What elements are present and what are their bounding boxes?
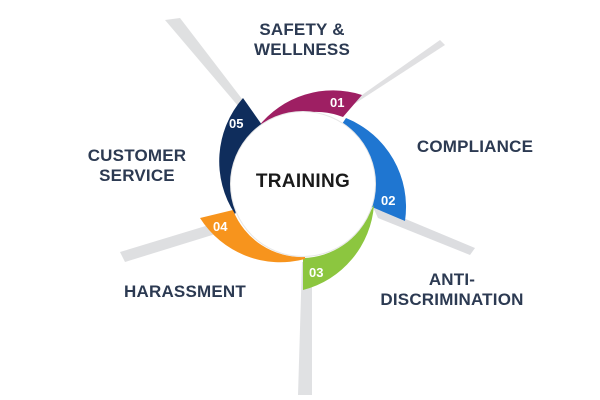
label-anti-discrimination: ANTI- DISCRIMINATION	[372, 270, 532, 310]
center-label: TRAINING	[255, 171, 351, 192]
segment-01: 01	[258, 90, 362, 134]
segment-02-number: 02	[381, 193, 395, 208]
segment-03: 03	[303, 205, 374, 290]
segment-04-number: 04	[213, 219, 228, 234]
segment-01-band	[258, 90, 362, 134]
segment-05-band	[219, 98, 262, 214]
label-line: SERVICE	[99, 166, 175, 185]
label-line: DISCRIMINATION	[380, 290, 524, 309]
segment-05: 05	[219, 98, 262, 214]
label-compliance: COMPLIANCE	[400, 137, 550, 157]
label-line: ANTI-	[428, 270, 476, 289]
segment-03-number: 03	[309, 265, 323, 280]
segment-05-number: 05	[229, 116, 243, 131]
label-safety-wellness: SAFETY & WELLNESS	[232, 20, 372, 60]
segment-04-band	[200, 210, 305, 263]
label-line: WELLNESS	[253, 40, 351, 59]
label-line: SAFETY &	[259, 20, 345, 39]
segment-01-number: 01	[330, 95, 344, 110]
segment-03-band	[303, 205, 374, 290]
segment-04: 04	[200, 210, 305, 263]
label-line: COMPLIANCE	[416, 137, 534, 156]
label-line: CUSTOMER	[87, 146, 187, 165]
label-customer-service: CUSTOMER SERVICE	[72, 146, 202, 186]
label-harassment: HARASSMENT	[110, 282, 260, 302]
label-line: HARASSMENT	[124, 282, 246, 301]
